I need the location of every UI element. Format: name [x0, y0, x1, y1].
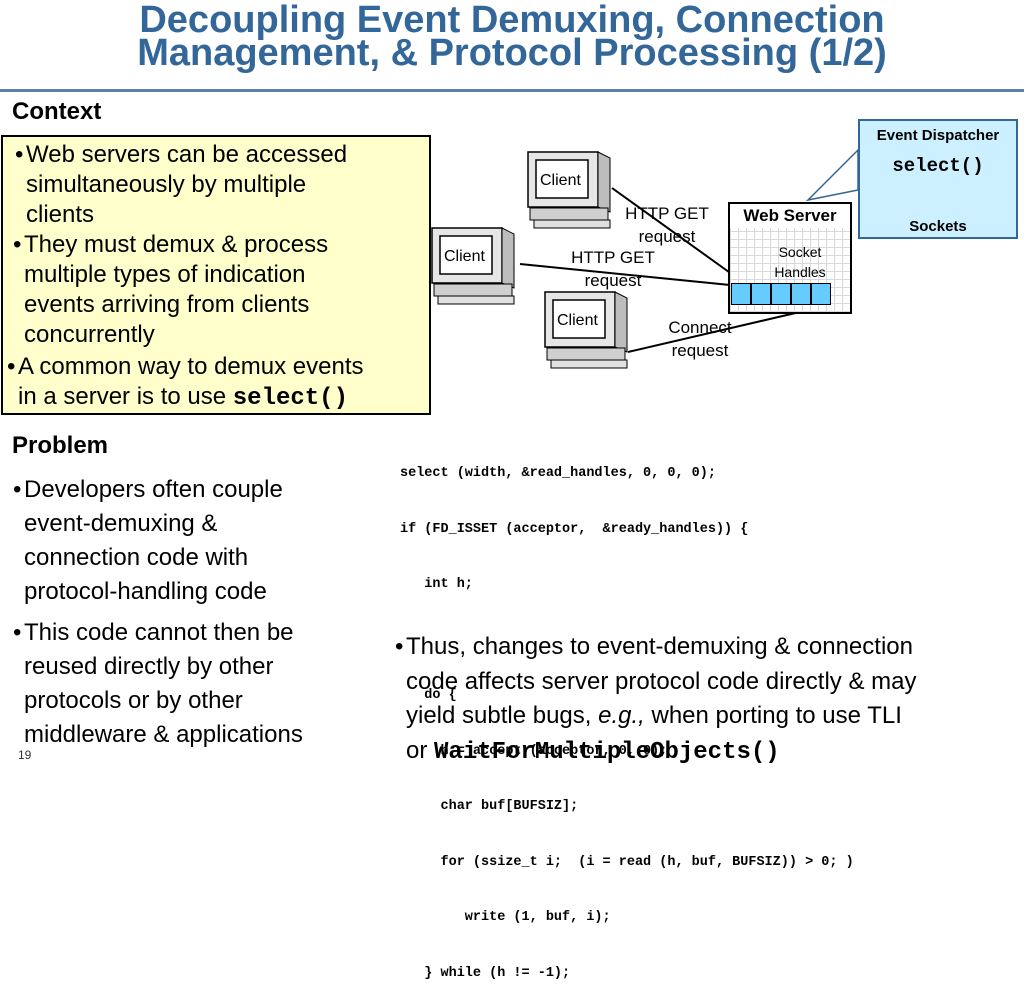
context-bullet-3-line2: in a server is to use select() — [18, 382, 364, 414]
context-bullet-1-line1: Web servers can be accessed — [26, 141, 348, 168]
context-bullet-2-line4: concurrently — [24, 321, 155, 348]
slide-title-line2: Management, & Protocol Processing (1/2) — [137, 32, 887, 74]
socket-handle-cell — [751, 283, 771, 305]
http-get-label-line1: HTTP GET — [571, 248, 655, 267]
context-bullet-1-line2: simultaneously by multiple — [26, 171, 307, 198]
event-dispatcher-title: Event Dispatcher — [876, 127, 1000, 144]
client-computer-icon — [544, 291, 628, 369]
http-get-label-line2: request — [584, 271, 642, 290]
wait-for-multiple-objects-code: WaitForMultipleObjects() — [434, 738, 780, 766]
socket-handles-line1: Socket — [778, 244, 822, 260]
conclusion-line3-rest: when porting to use TLI — [644, 702, 902, 729]
context-bullet-1-line3: clients — [26, 201, 95, 228]
problem-bullet-2-line4: middleware & applications — [24, 721, 303, 748]
code-line: h = accept (acceptor, 0, 0); — [400, 743, 668, 759]
http-get-request-label-1: HTTP GET request — [612, 202, 722, 248]
select-code: select() — [232, 385, 348, 412]
problem-bullet-1-line2: event-demuxing & — [24, 510, 218, 537]
architecture-diagram — [431, 148, 1000, 369]
http-get-label-line2: request — [638, 227, 696, 246]
socket-handles-line2: Handles — [774, 264, 826, 280]
context-bullet-2: • They must demux & process multiple typ… — [13, 231, 329, 348]
context-heading: Context — [12, 98, 102, 125]
page-number: 19 — [18, 748, 32, 762]
client-computer-icon — [431, 227, 515, 305]
context-bullet-2-line2: multiple types of indication — [24, 261, 306, 288]
problem-bullet-1-line1: Developers often couple — [24, 476, 283, 503]
code-line: if (FD_ISSET (acceptor, &ready_handles))… — [400, 521, 749, 537]
client-label: Client — [540, 172, 581, 190]
dispatcher-select-code: select() — [892, 155, 984, 177]
http-get-label-line1: HTTP GET — [625, 204, 709, 223]
conclusion-line3-text: yield subtle bugs, — [406, 702, 599, 729]
connection-line — [611, 187, 741, 281]
slide-title: Decoupling Event Demuxing, Connection Ma… — [0, 0, 1024, 74]
context-bullet-3-line1: A common way to demux events — [18, 353, 364, 380]
conclusion-bullet: • Thus, changes to event-demuxing & conn… — [395, 630, 917, 771]
slide-title-line1: Decoupling Event Demuxing, Connection — [139, 0, 885, 41]
conclusion-line3: yield subtle bugs, e.g., when porting to… — [406, 699, 916, 734]
connect-label-line1: Connect — [668, 318, 732, 337]
socket-handle-cell — [791, 283, 811, 305]
conclusion-line2: code affects server protocol code direct… — [406, 667, 917, 695]
problem-bullet-2-line2: reused directly by other — [24, 653, 274, 680]
callout-pointer — [805, 148, 859, 202]
code-line: } while (h != -1); — [400, 965, 571, 981]
connection-line — [519, 263, 731, 286]
http-get-request-label-2: HTTP GET request — [558, 246, 668, 292]
client-label: Client — [444, 248, 485, 266]
conclusion-line4-text: or — [406, 736, 435, 764]
context-bullet-3-text: in a server is to use — [18, 383, 233, 410]
code-line: select (width, &read_handles, 0, 0, 0); — [400, 466, 716, 481]
code-line: write (1, buf, i); — [400, 910, 611, 925]
problem-bullet-2-line1: This code cannot then be — [24, 619, 294, 646]
problem-bullet-2: • This code cannot then be reused direct… — [13, 616, 303, 752]
context-bullet-3: • A common way to demux events in a serv… — [7, 353, 364, 414]
dispatcher-sockets-label: Sockets — [909, 218, 967, 235]
code-line: for (ssize_t i; (i = read (h, buf, BUFSI… — [400, 854, 854, 870]
client-computer-icon — [527, 151, 611, 229]
context-bullet-2-line3: events arriving from clients — [24, 291, 310, 318]
connect-label-line2: request — [671, 341, 729, 360]
eg-text: e.g., — [598, 702, 645, 729]
connect-request-label: Connect request — [650, 316, 750, 362]
problem-bullet-1-line4: protocol-handling code — [24, 578, 267, 605]
problem-heading: Problem — [12, 432, 109, 459]
client-label: Client — [557, 312, 598, 330]
problem-bullet-1-line3: connection code with — [24, 544, 249, 571]
problem-bullet-1: • Developers often couple event-demuxing… — [13, 473, 283, 609]
code-line: int h; — [400, 577, 473, 592]
title-rule — [0, 89, 1024, 92]
socket-handle-cell — [811, 283, 831, 305]
conclusion-line1: Thus, changes to event-demuxing & connec… — [406, 633, 913, 660]
code-line: char buf[BUFSIZ]; — [400, 799, 579, 814]
web-server-title: Web Server — [743, 206, 837, 225]
socket-handles-label: Socket Handles — [760, 242, 840, 282]
problem-bullet-2-line3: protocols or by other — [24, 687, 243, 714]
socket-handle-cell — [731, 283, 751, 305]
event-dispatcher-box — [858, 119, 1018, 239]
context-bullet-1: • Web servers can be accessed simultaneo… — [15, 141, 348, 228]
context-box — [1, 135, 431, 415]
code-line: do { — [400, 688, 457, 703]
socket-handle-cell — [771, 283, 791, 305]
conclusion-line4: or WaitForMultipleObjects() — [406, 734, 916, 771]
context-bullet-2-line1: They must demux & process — [24, 231, 329, 258]
